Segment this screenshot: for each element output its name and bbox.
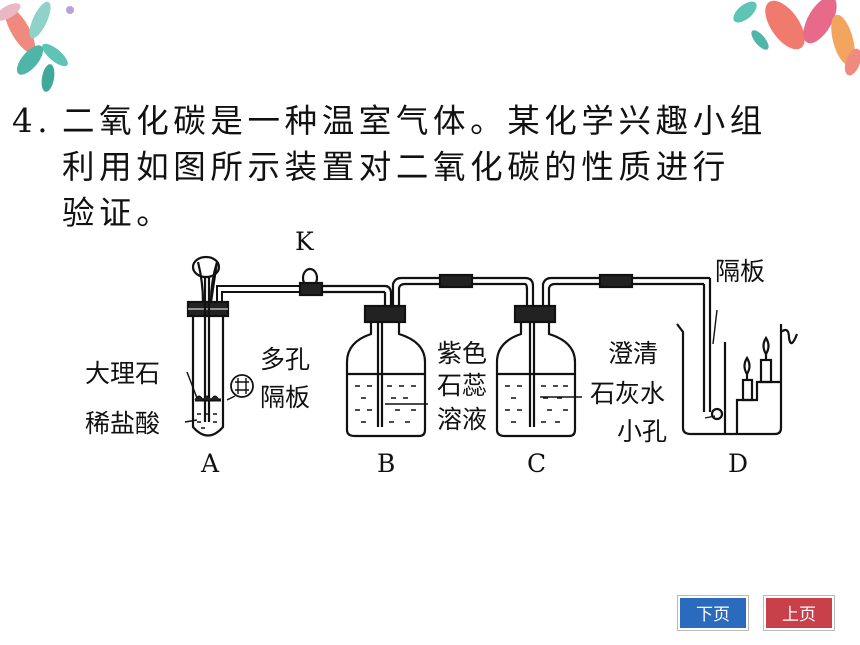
question-line: 验证。 — [62, 194, 174, 232]
prev-page-button[interactable]: 上页 — [764, 596, 834, 630]
apparatus-label-d: D — [728, 449, 748, 478]
porous-plate-icon — [230, 374, 254, 398]
label-litmus-1: 紫色 — [437, 339, 487, 368]
next-page-button[interactable]: 下页 — [678, 596, 748, 630]
label-limewater-1: 澄清 — [608, 339, 658, 368]
question-text: 4. 二氧化碳是一种温室气体。某化学兴趣小组 利用如图所示装置对二氧化碳的性质进… — [12, 98, 837, 236]
apparatus-d-beaker — [676, 323, 799, 436]
question-line: 二氧化碳是一种温室气体。某化学兴趣小组 — [62, 102, 767, 140]
leaf-decoration-right — [733, 0, 860, 76]
valve-k-label: K — [295, 227, 315, 256]
label-porous-plate-1: 多孔 — [260, 345, 310, 374]
apparatus-diagram: K 大理石 稀盐酸 多孔 隔板 紫色 石蕊 溶液 澄清 石灰水 小孔 隔板 A … — [85, 227, 799, 478]
label-marble: 大理石 — [85, 359, 160, 388]
label-partition: 隔板 — [715, 257, 765, 286]
label-dilute-hcl: 稀盐酸 — [85, 409, 160, 438]
label-litmus-2: 石蕊 — [437, 371, 487, 400]
apparatus-label-b: B — [377, 449, 395, 478]
label-porous-plate-2: 隔板 — [260, 383, 310, 412]
question-line: 利用如图所示装置对二氧化碳的性质进行 — [62, 148, 730, 186]
valve-k — [298, 267, 385, 297]
label-small-hole: 小孔 — [617, 417, 667, 446]
label-limewater-2: 石灰水 — [590, 379, 665, 408]
label-litmus-3: 溶液 — [437, 405, 487, 434]
apparatus-label-c: C — [527, 449, 546, 478]
apparatus-c-bottle — [495, 276, 600, 438]
apparatus-b-bottle — [345, 276, 440, 438]
apparatus-label-a: A — [200, 449, 220, 478]
apparatus-a-test-tube — [186, 255, 300, 437]
leaf-decoration-left — [0, 1, 74, 92]
question-number: 4. — [12, 102, 53, 140]
